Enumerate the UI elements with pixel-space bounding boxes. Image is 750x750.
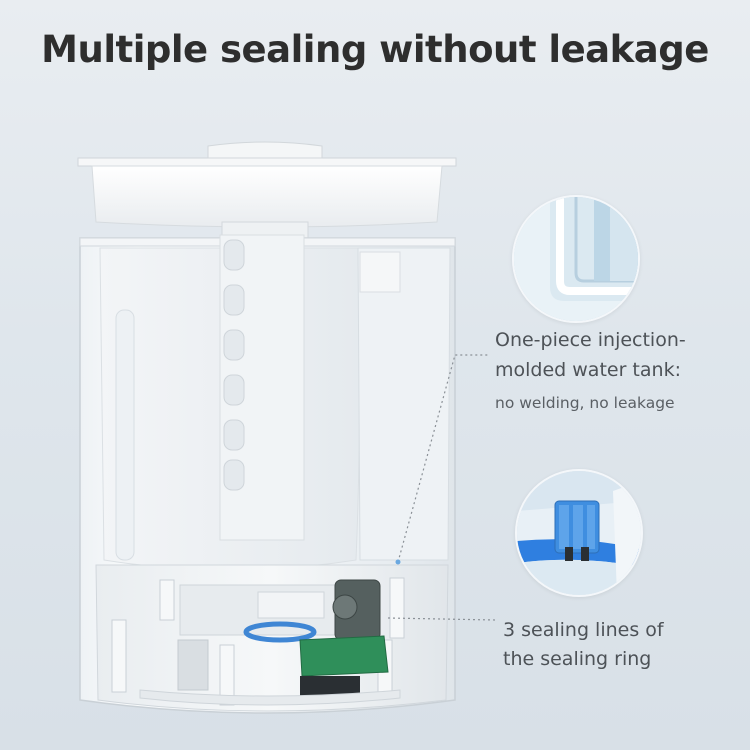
callout-tank-line1: One-piece injection- [495,329,686,351]
tank-closeup-image [512,195,640,323]
callout-tank-line2: molded water tank: [495,359,681,381]
callout-seal-line1: 3 sealing lines of [503,619,664,641]
callout-seal-line2: the sealing ring [503,648,652,670]
sealing-ring-closeup-image [515,469,643,597]
callout-tank-detail: no welding, no leakage [495,394,675,412]
page-title: Multiple sealing without leakage [41,28,709,71]
